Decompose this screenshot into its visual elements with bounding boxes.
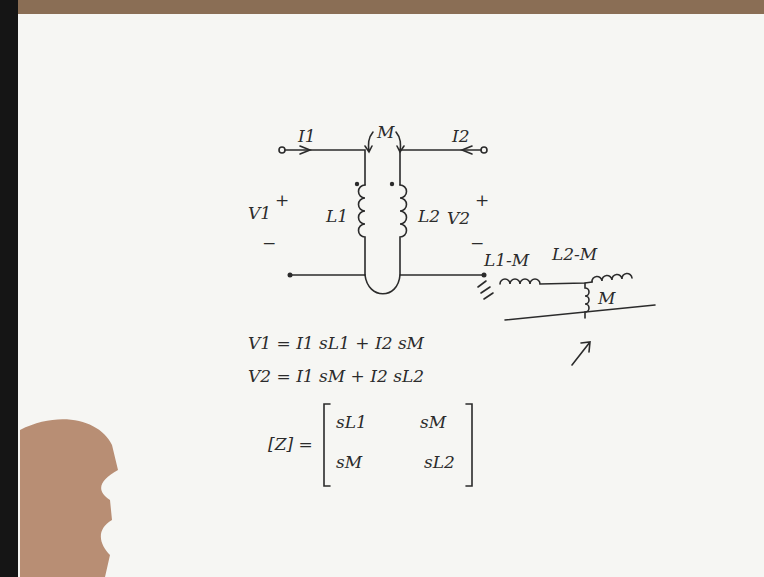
wire	[400, 150, 481, 185]
matrix-entry: sM	[336, 452, 362, 472]
hand	[20, 419, 118, 577]
current-label: I1	[298, 126, 316, 146]
inductor-symbol	[592, 273, 632, 282]
terminal	[482, 273, 487, 278]
current-arrow	[300, 146, 310, 154]
polarity-sign: −	[262, 233, 276, 253]
matrix-entry: sL2	[424, 452, 455, 472]
polarity-sign: −	[470, 233, 484, 253]
matrix-entry: sM	[420, 412, 446, 432]
inductor-symbol	[500, 279, 592, 284]
inductor-symbol	[585, 283, 589, 318]
hatch-mark	[478, 281, 493, 299]
top-band	[0, 0, 764, 14]
terminal	[279, 147, 285, 153]
inductance-label: L2-M	[552, 244, 597, 264]
mutual-arrow	[396, 132, 404, 152]
equation: V2 = I1 sM + I2 sL2	[248, 366, 424, 386]
mutual-arrow	[365, 132, 373, 152]
terminal	[288, 273, 293, 278]
matrix-bracket	[466, 404, 472, 486]
voltage-label: V1	[248, 203, 271, 223]
dot-marker	[355, 182, 359, 186]
terminal	[481, 147, 487, 153]
wire	[292, 274, 365, 276]
polarity-sign: +	[275, 190, 289, 210]
pointer-arrow	[572, 342, 590, 365]
matrix-name: [Z] =	[268, 434, 313, 454]
mutual-label: M	[377, 122, 394, 142]
polarity-sign: +	[475, 190, 489, 210]
ground-line	[505, 305, 655, 320]
inductance-label: L1	[326, 206, 348, 226]
matrix-bracket	[324, 404, 330, 486]
wire	[285, 150, 365, 185]
dot-marker	[390, 182, 394, 186]
equation: V1 = I1 sL1 + I2 sM	[248, 333, 424, 353]
current-arrow	[462, 146, 472, 154]
inductance-label: L1-M	[484, 250, 529, 270]
current-label: I2	[452, 126, 470, 146]
inductance-label: M	[598, 288, 615, 308]
wire	[365, 275, 400, 294]
voltage-label: V2	[447, 208, 470, 228]
matrix-entry: sL1	[336, 412, 367, 432]
inductor-symbol	[400, 185, 482, 275]
inductor-symbol	[359, 185, 366, 275]
inductance-label: L2	[418, 206, 440, 226]
left-bar	[0, 0, 18, 577]
